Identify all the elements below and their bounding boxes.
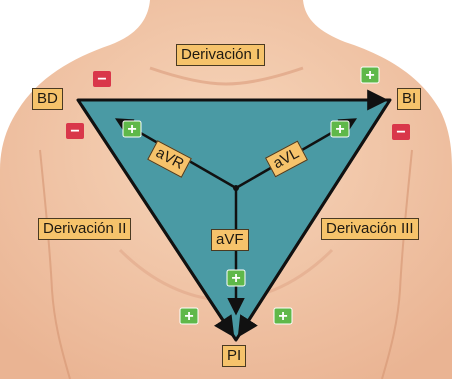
minus-marker-bd-side: −	[66, 123, 84, 140]
svg-text:−: −	[97, 71, 106, 88]
lead-ii-label: Derivación II	[38, 218, 131, 240]
minus-marker-bi-side: −	[392, 124, 410, 141]
svg-text:−: −	[70, 123, 79, 140]
svg-text:+: +	[335, 121, 344, 138]
plus-marker-avl: +	[331, 121, 349, 138]
avf-label: aVF	[211, 229, 249, 251]
plus-marker-lead-iii: +	[274, 308, 292, 325]
svg-text:+: +	[231, 270, 240, 287]
bd-label: BD	[32, 88, 63, 110]
svg-text:+: +	[365, 67, 374, 84]
plus-marker-lead-ii: +	[180, 308, 198, 325]
bi-label: BI	[397, 88, 421, 110]
plus-marker-bi-top: +	[361, 67, 379, 84]
lead-i-label: Derivación I	[176, 44, 265, 66]
minus-marker-bd-top: −	[93, 71, 111, 88]
pi-label: PI	[222, 345, 246, 367]
svg-text:+: +	[184, 308, 193, 325]
central-terminal-dot	[233, 185, 239, 191]
svg-text:−: −	[396, 124, 405, 141]
svg-text:+: +	[127, 121, 136, 138]
plus-marker-avf: +	[227, 270, 245, 287]
plus-marker-avr: +	[123, 121, 141, 138]
svg-text:+: +	[278, 308, 287, 325]
lead-iii-label: Derivación III	[321, 218, 419, 240]
